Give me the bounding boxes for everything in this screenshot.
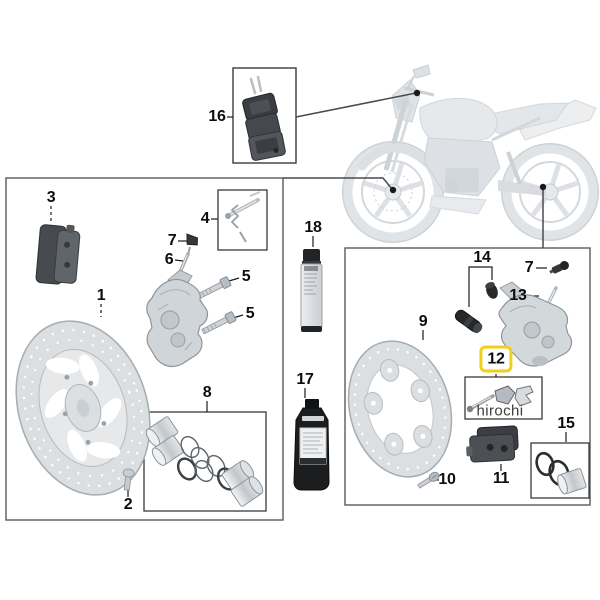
rear-brake-caliper-illustration — [498, 281, 573, 367]
part-label-9: 9 — [418, 313, 428, 330]
part-label-13: 13 — [509, 287, 527, 304]
motorcycle-illustration — [342, 64, 599, 243]
pad-set-illustration — [242, 75, 286, 161]
part-label-12-text: 12 — [487, 350, 505, 368]
rear-piston-kit-illustration — [535, 451, 587, 495]
part-label-11: 11 — [492, 470, 510, 487]
rear-brake-pads-illustration — [466, 425, 519, 463]
part-label-16: 16 — [208, 108, 226, 125]
caliper-mount-parts-illustration — [454, 282, 498, 334]
pad-pin-kit-illustration — [225, 191, 261, 243]
part-16-box — [232, 67, 297, 164]
rear-hub-pointer-dot — [539, 183, 547, 191]
part-label-14: 14 — [473, 249, 491, 266]
part-label-7-front: 7 — [167, 232, 177, 249]
part-label-4: 4 — [200, 210, 210, 227]
caliper-bolt-a-illustration — [196, 276, 232, 300]
watermark: hirochi — [476, 402, 524, 420]
part-label-7-rear: 7 — [524, 259, 534, 276]
rear-bleed-screw-illustration — [549, 260, 569, 274]
part-label-17: 17 — [296, 371, 314, 388]
part-label-5b: 5 — [245, 305, 255, 322]
front-disc-bolt-illustration — [122, 468, 135, 491]
part-12-box — [464, 376, 543, 420]
part-label-15: 15 — [557, 415, 575, 432]
rear-disc-bolt-illustration — [417, 471, 440, 489]
part-label-3: 3 — [46, 189, 56, 206]
front-brake-group-box — [5, 177, 284, 521]
part-label-6: 6 — [164, 251, 174, 268]
connector-lines — [283, 92, 544, 248]
caliper-bolt-b-illustration — [201, 311, 237, 335]
front-brake-disc-illustration — [15, 320, 151, 496]
brake-fluid-bottle-illustration — [293, 399, 330, 491]
part-15-box — [530, 442, 590, 499]
front-brake-caliper-illustration — [146, 269, 209, 368]
part-label-2: 2 — [123, 496, 133, 513]
piston-seal-kit-illustration — [145, 416, 264, 507]
pad-retainer-kit-illustration — [466, 385, 534, 413]
part-label-18: 18 — [304, 219, 322, 236]
front-brake-pads-illustration — [35, 224, 81, 285]
part-label-10: 10 — [438, 471, 456, 488]
part-label-12-highlighted: 12 — [479, 345, 513, 373]
rear-brake-group-box — [344, 247, 591, 506]
part-8-box — [143, 411, 267, 512]
front-pin-illustration — [178, 252, 190, 274]
handlebar-pointer-dot — [413, 89, 421, 97]
part-4-box — [217, 189, 268, 251]
rear-brake-disc-illustration — [347, 340, 453, 478]
brake-cleaner-can-illustration — [300, 249, 323, 332]
part-label-5a: 5 — [241, 268, 251, 285]
front-hub-pointer-dot — [389, 186, 397, 194]
part-label-1: 1 — [96, 287, 106, 304]
part-label-8: 8 — [202, 384, 212, 401]
